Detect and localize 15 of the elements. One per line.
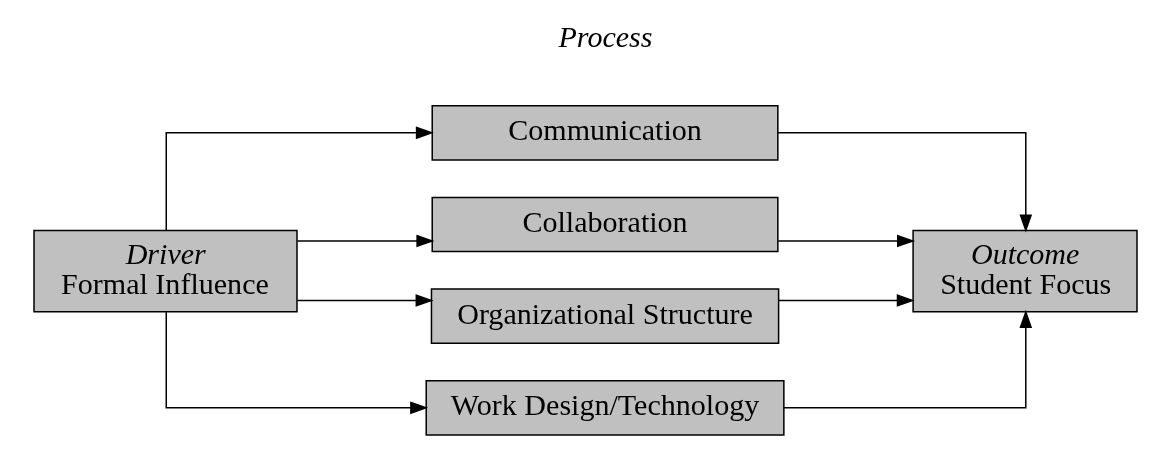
arrow	[296, 234, 434, 248]
arrow	[777, 234, 915, 248]
label: Process	[557, 20, 652, 55]
node-box: Driver Formal Influence	[32, 229, 298, 313]
node-box: Outcome Student Focus	[911, 229, 1138, 313]
node-box: Communication	[431, 105, 779, 161]
node-box: Work Design/Technology	[424, 380, 785, 436]
arrow	[777, 294, 915, 307]
arrow	[782, 309, 1032, 409]
arrow	[296, 294, 434, 307]
arrow	[776, 132, 1032, 233]
arrow	[165, 126, 434, 232]
arrow	[165, 311, 428, 415]
node-box: Collaboration	[431, 196, 779, 253]
node-box: Organizational Structure	[430, 288, 779, 344]
